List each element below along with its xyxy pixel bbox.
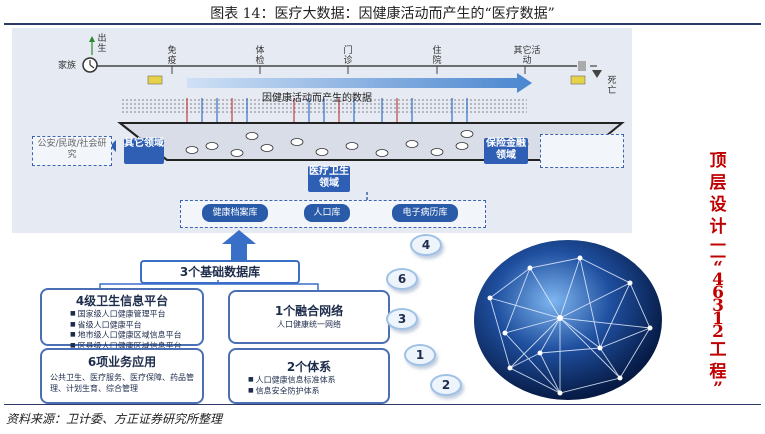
figure-title: 图表 14：医疗大数据：因健康活动而产生的“医疗数据” [210,6,555,22]
data-flow-panel: 出生 家族 免疫 体检 门诊 住院 其它活动 死亡 因健康活动而产生的数据 公安… [12,28,632,233]
database-pill: 健康档案库 [202,204,268,222]
side-char: 顶 [709,151,727,171]
doc-icon [147,75,163,85]
number-circle: 6 [386,268,418,290]
side-char: 1 [712,309,724,329]
side-char: — [709,246,727,266]
footer-rule [4,404,761,405]
network-box: 1个融合网络 人口健康统一网络 [228,290,390,344]
platform-box: 4级卫生信息平台 国家级人口健康管理平台 省级人口健康平台 地市级人口健康区域信… [40,288,204,350]
network-item: 人口健康统一网络 [277,320,341,329]
timeline-event-label: 住院 [432,46,442,66]
side-char: 设 [709,195,727,215]
data-arrow-label: 因健康活动而产生的数据 [262,93,372,104]
side-char: 3 [712,296,724,316]
data-store-box [540,134,624,168]
side-char: 程 [709,362,727,382]
apps-title: 6项业务应用 [87,355,157,369]
timeline-event-label: 其它活动 [513,46,541,66]
platform-item: 区县级人口健康区域信息平台 [70,341,202,352]
apps-text: 公共卫生、医疗服务、医疗保障、药品管理、计划生育、综合管理 [50,373,194,393]
side-char: “ [713,258,723,278]
data-arrow [187,73,532,93]
side-char: — [709,234,727,254]
death-arrow [592,70,602,78]
side-char: ” [713,379,723,399]
doc-icon [570,75,586,85]
number-circle: 3 [386,308,418,330]
base-db-box: 3个基础数据库 [140,260,300,284]
platform-item: 国家级人口健康管理平台 [70,309,202,320]
insurance-domain-box: 保险金融领域 [484,138,528,164]
apps-box: 6项业务应用 公共卫生、医疗服务、医疗保障、药品管理、计划生育、综合管理 [40,348,204,404]
side-char: 2 [712,322,724,342]
other-domain-box: 其它领域 [124,138,164,164]
timeline-event-label: 门诊 [343,46,353,66]
timeline-birth-label: 出生 [97,34,107,54]
platform-item: 省级人口健康平台 [70,320,202,331]
database-pill: 电子病历库 [392,204,458,222]
platform-title: 4级卫生信息平台 [75,294,169,308]
side-char: 层 [709,173,727,193]
title-rule [4,23,761,25]
up-arrow [222,230,256,260]
public-security-box: 公安/民政/社会研究 [32,136,112,166]
database-pill: 人口库 [304,204,350,222]
platform-item: 地市级人口健康区域信息平台 [70,330,202,341]
side-char: 工 [709,340,727,360]
systems-box: 2个体系 人口健康信息标准体系 信息安全防护体系 [228,348,390,404]
medical-domain-box: 医疗卫生领域 [308,166,350,192]
timeline-death-label: 死亡 [607,76,617,96]
network-title: 1个融合网络 [274,304,344,318]
number-circle: 2 [430,374,462,396]
side-char: 计 [709,217,727,237]
source-note: 资料来源：卫计委、方正证券研究所整理 [6,412,223,426]
top-design-label: 顶 层 设 计 — — “ 4 6 3 1 2 工 程 ” [688,150,748,399]
timeline-family-label: 家族 [58,61,77,71]
timeline-event-label: 体检 [255,46,265,66]
side-char: 6 [712,283,724,303]
side-char: 4 [712,270,724,290]
number-circle: 4 [410,234,442,256]
systems-title: 2个体系 [286,360,332,374]
timeline-event-label: 免疫 [167,46,177,66]
systems-item: 信息安全防护体系 [248,386,388,397]
network-globe-image [474,240,662,400]
systems-item: 人口健康信息标准体系 [248,375,388,386]
number-circle: 1 [404,344,436,366]
